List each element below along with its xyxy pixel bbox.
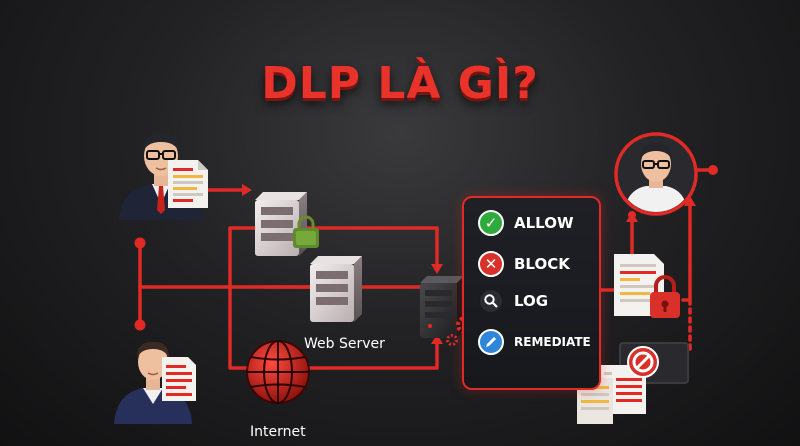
line-internet-to-dlp [303,338,439,370]
action-label-log: LOG [514,292,549,310]
action-remediate: REMEDIATE [478,327,591,357]
action-allow: ✓ ALLOW [478,208,574,238]
action-label-remediate: REMEDIATE [514,335,591,349]
admin-avatar [614,132,698,216]
globe-icon [246,340,310,404]
web-server-label: Web Server [304,336,385,352]
blocked-icon [627,346,659,378]
line-right-route [681,198,692,302]
line-bottom-route [658,298,692,352]
action-block: ✕ BLOCK [478,249,570,279]
page-title: DLP LÀ GÌ? [261,58,539,109]
red-lock-icon [650,275,680,318]
magnifier-icon [478,288,504,314]
dlp-action-panel: ✓ ALLOW ✕ BLOCK LOG REMEDIATE [462,196,601,390]
green-lock-icon [293,215,319,248]
document-icon-top-left [168,160,208,208]
document-icon-bottom-left [162,357,196,401]
server-icon-top [255,192,307,256]
x-icon: ✕ [478,251,504,277]
action-log: LOG [478,286,548,316]
action-label-block: BLOCK [514,255,570,273]
check-icon: ✓ [478,210,504,236]
action-label-allow: ALLOW [514,214,574,232]
pen-icon [478,329,504,355]
line-server1-to-dlp [298,226,439,270]
line-top-route [228,226,267,289]
internet-label: Internet [250,424,306,440]
gear-icon-small [446,334,458,346]
server-icon-web [310,256,362,322]
